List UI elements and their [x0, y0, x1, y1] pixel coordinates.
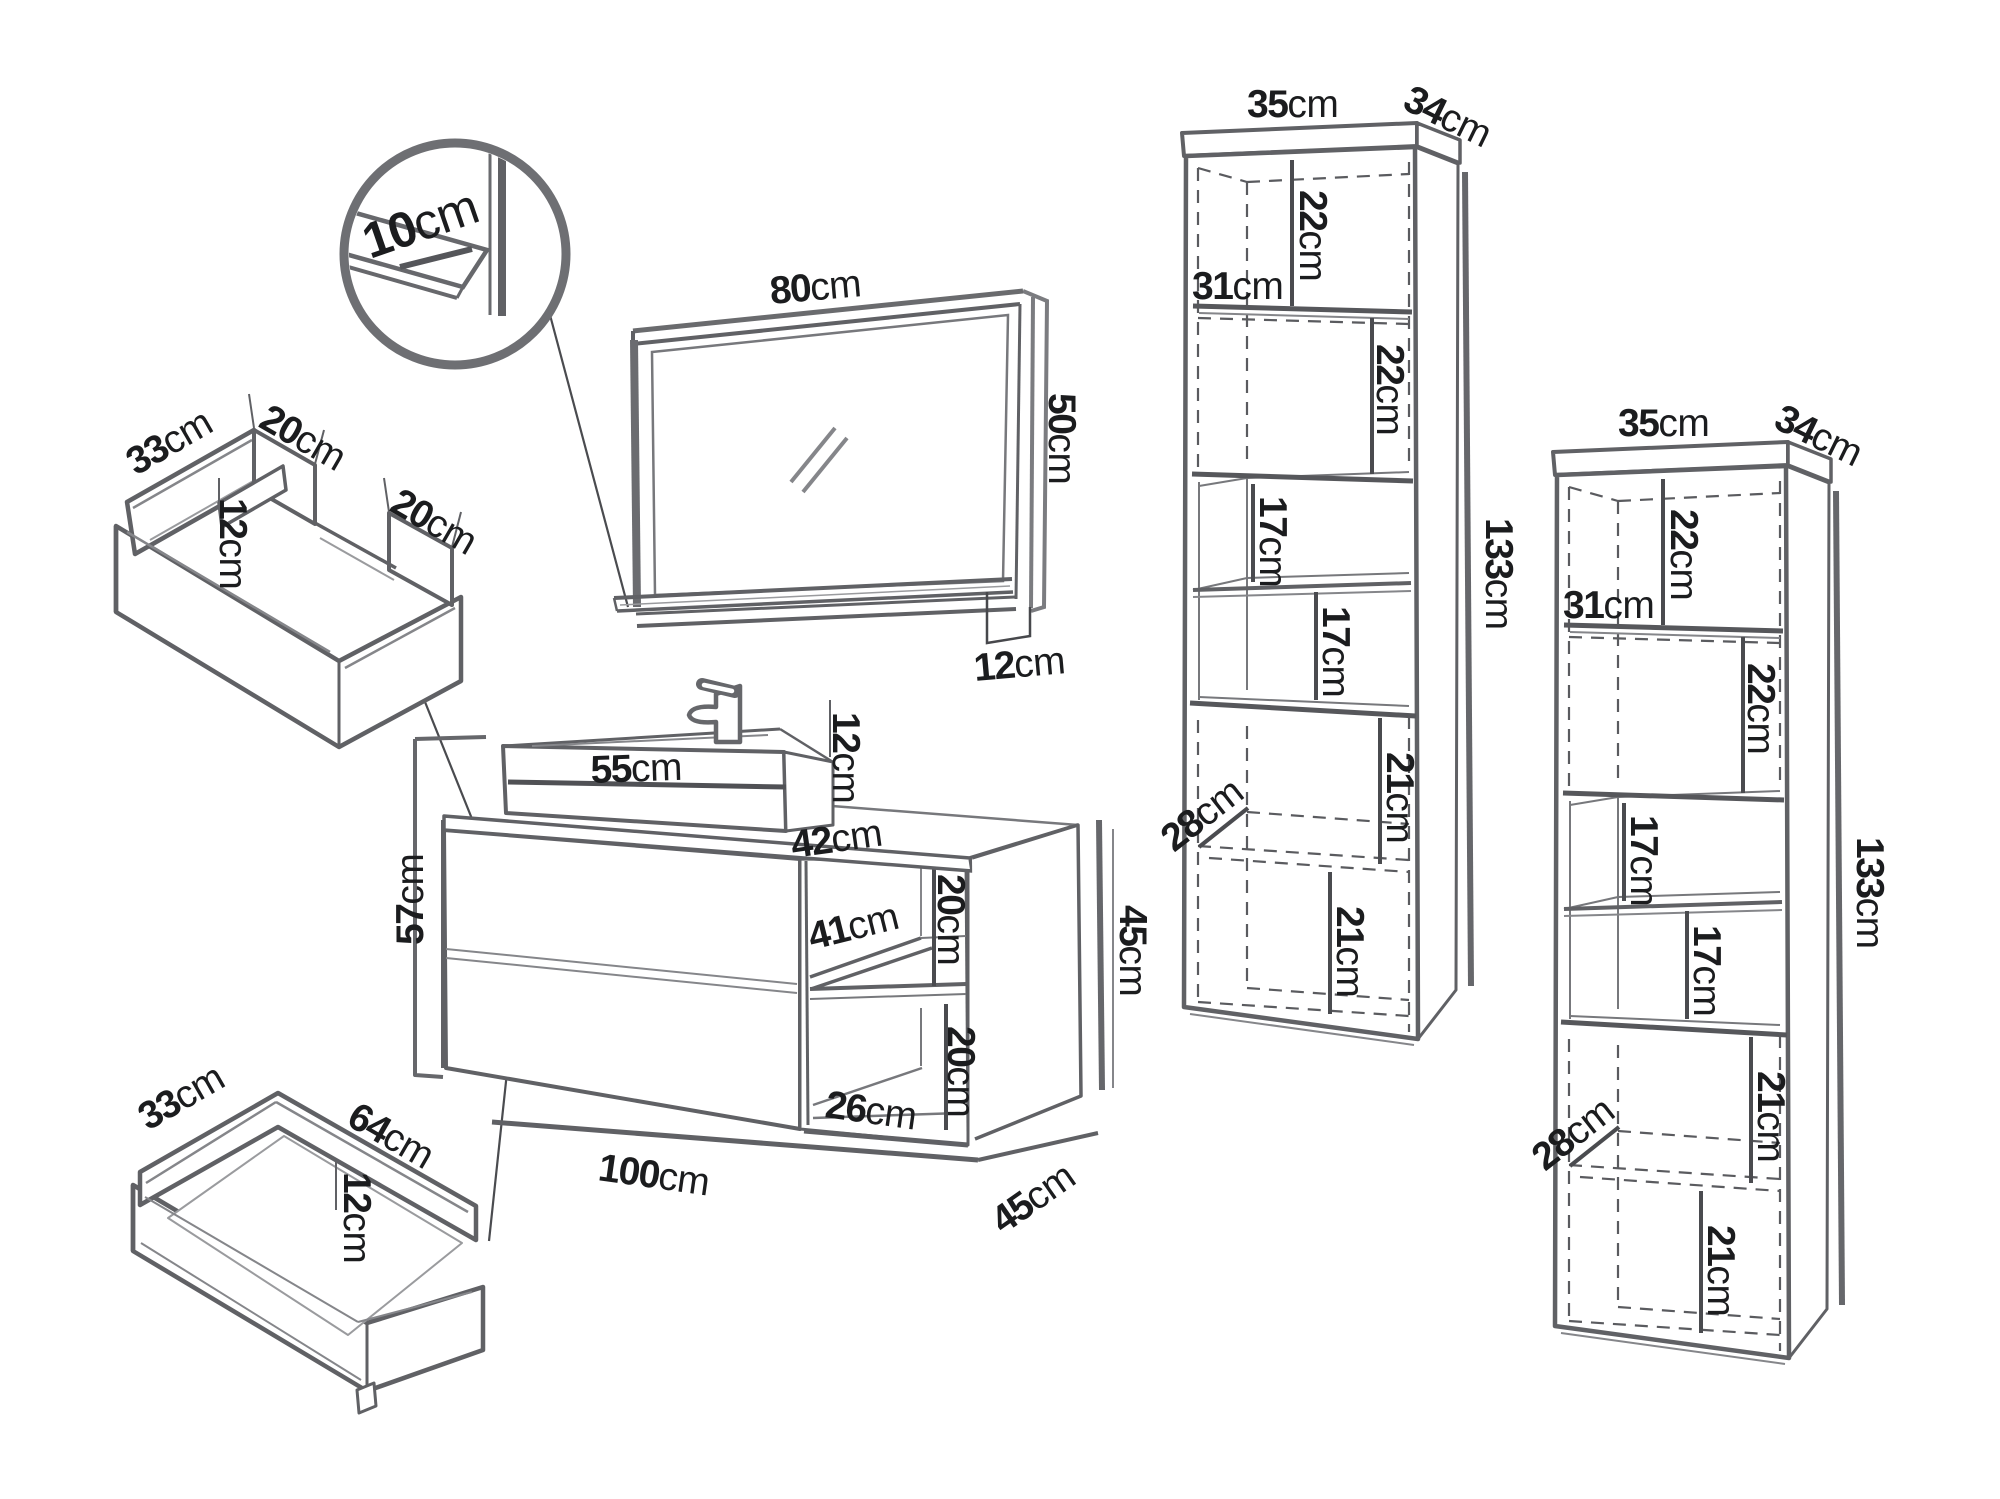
svg-text:45cm: 45cm	[1111, 905, 1154, 996]
svg-text:55cm: 55cm	[590, 746, 683, 792]
svg-text:57cm: 57cm	[389, 854, 432, 945]
svg-text:12cm: 12cm	[824, 712, 867, 803]
svg-text:50cm: 50cm	[1040, 393, 1083, 484]
svg-text:12cm: 12cm	[335, 1172, 378, 1263]
svg-text:12cm: 12cm	[972, 639, 1067, 690]
svg-text:12cm: 12cm	[211, 498, 254, 589]
svg-text:20cm: 20cm	[929, 874, 972, 965]
svg-text:80cm: 80cm	[768, 262, 863, 313]
svg-text:20cm: 20cm	[939, 1026, 982, 1117]
